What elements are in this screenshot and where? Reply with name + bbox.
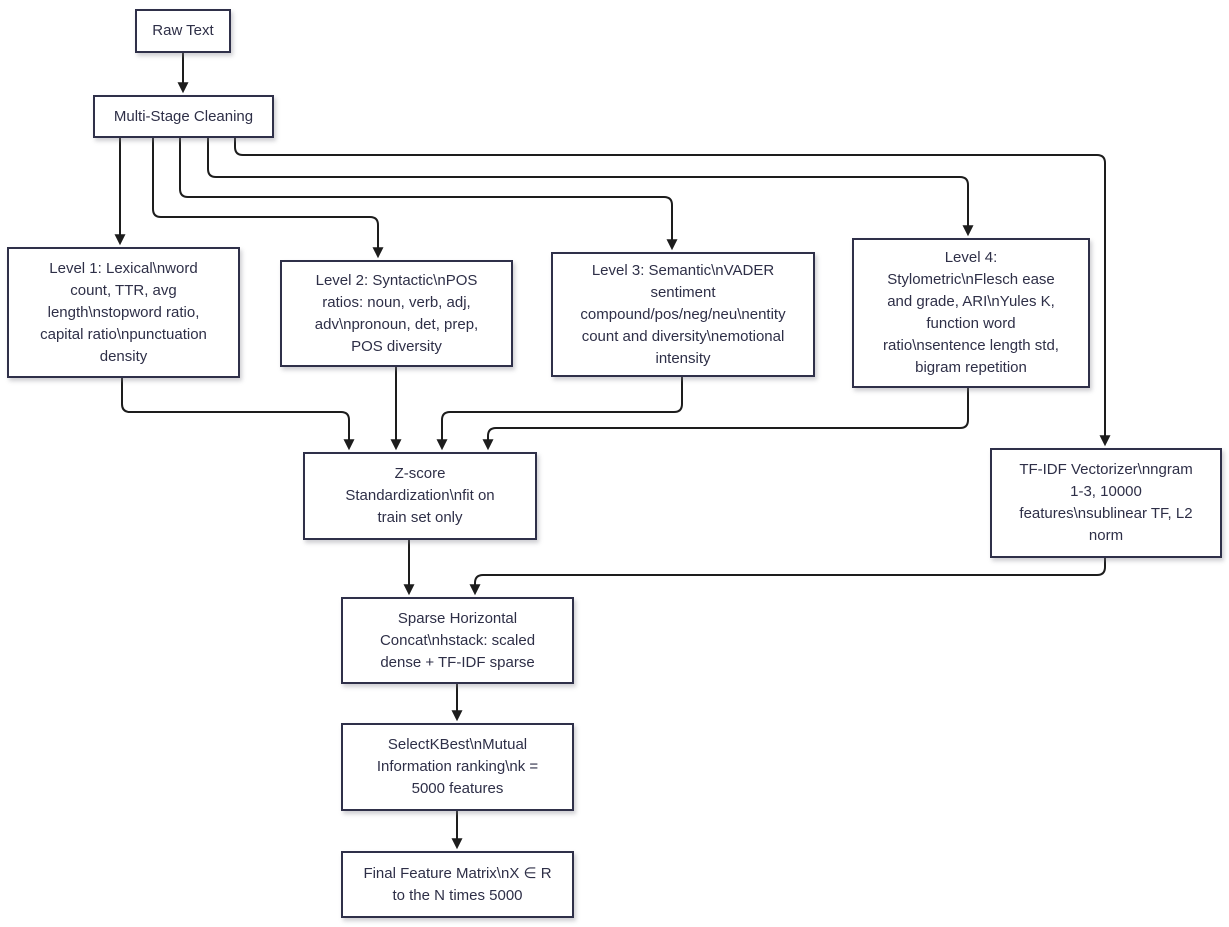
node-level2-label: Level 2: Syntactic\nPOS ratios: noun, ve… bbox=[314, 271, 479, 355]
node-zscore-label: Z-score Standardization\nfit on train se… bbox=[345, 465, 495, 526]
edge-level1-to-zscore bbox=[121, 378, 355, 451]
node-selectkbest: SelectKBest\nMutual Information ranking\… bbox=[341, 723, 574, 811]
node-tfidf-vectorizer: TF-IDF Vectorizer\nngram 1-3, 10000 feat… bbox=[990, 448, 1222, 558]
node-concat-label: Sparse Horizontal Concat\nhstack: scaled… bbox=[379, 609, 536, 671]
node-level4-label: Level 4: Stylometric\nFlesch ease and gr… bbox=[883, 249, 1059, 376]
node-sparse-horizontal-concat: Sparse Horizontal Concat\nhstack: scaled… bbox=[341, 597, 574, 684]
node-raw-text-label: Raw Text bbox=[152, 22, 214, 39]
node-level4-stylometric: Level 4: Stylometric\nFlesch ease and gr… bbox=[852, 238, 1090, 388]
node-level1-label: Level 1: Lexical\nword count, TTR, avg l… bbox=[40, 259, 207, 365]
edge-cleaning-to-level3 bbox=[179, 138, 678, 251]
edge-level3-to-zscore bbox=[436, 377, 683, 451]
node-multi-stage-cleaning-label: Multi-Stage Cleaning bbox=[113, 107, 254, 125]
edge-cleaning-to-level4 bbox=[207, 138, 974, 237]
node-multi-stage-cleaning: Multi-Stage Cleaning bbox=[93, 95, 274, 138]
node-level3-semantic: Level 3: Semantic\nVADER sentiment compo… bbox=[551, 252, 815, 377]
node-zscore-standardization: Z-score Standardization\nfit on train se… bbox=[303, 452, 537, 540]
node-level1-lexical: Level 1: Lexical\nword count, TTR, avg l… bbox=[7, 247, 240, 378]
node-tfidf-label: TF-IDF Vectorizer\nngram 1-3, 10000 feat… bbox=[1019, 461, 1193, 544]
edge-level4-to-zscore bbox=[482, 388, 969, 451]
edge-cleaning-to-tfidf bbox=[234, 138, 1111, 447]
node-kbest-label: SelectKBest\nMutual Information ranking\… bbox=[376, 736, 539, 797]
node-level2-syntactic: Level 2: Syntactic\nPOS ratios: noun, ve… bbox=[280, 260, 513, 367]
node-level3-label: Level 3: Semantic\nVADER sentiment compo… bbox=[580, 261, 786, 367]
edge-tfidf-to-concat bbox=[469, 557, 1106, 596]
node-raw-text: Raw Text bbox=[135, 9, 231, 53]
node-final-label: Final Feature Matrix\nX ∈ R to the N tim… bbox=[363, 864, 552, 904]
node-final-feature-matrix: Final Feature Matrix\nX ∈ R to the N tim… bbox=[341, 851, 574, 918]
edge-cleaning-to-level2 bbox=[152, 138, 384, 259]
